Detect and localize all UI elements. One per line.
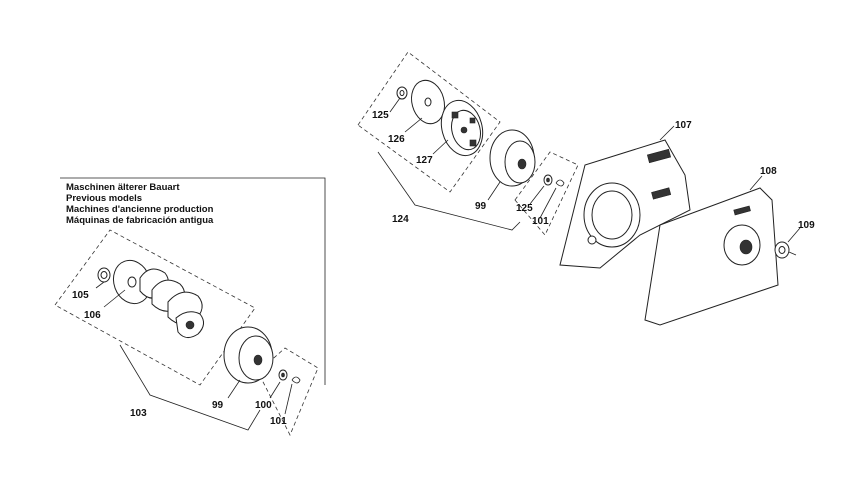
clutch-drum-99: [489, 129, 536, 187]
label-125-lower: 125: [516, 203, 533, 214]
label-101-old: 101: [270, 416, 287, 427]
previous-models-frame: [60, 177, 326, 385]
label-100: 100: [255, 400, 272, 411]
label-103: 103: [130, 408, 147, 419]
clip-101: [555, 179, 565, 187]
group-124-frame: [357, 51, 501, 193]
clutch-drum-99-old: [223, 326, 274, 384]
group-100-101-frame: [257, 347, 319, 436]
washer-105: [97, 267, 111, 283]
label-125-upper: 125: [372, 110, 389, 121]
label-106: 106: [84, 310, 101, 321]
disc-126: [411, 79, 445, 125]
nut-109: [774, 241, 797, 259]
washer-100: [278, 369, 288, 381]
clutch-shoes-old: [139, 268, 204, 338]
group-103-frame: [54, 229, 256, 386]
label-127: 127: [416, 155, 433, 166]
label-107: 107: [675, 120, 692, 131]
clutch-127: [440, 99, 484, 157]
label-126: 126: [388, 134, 405, 145]
washer-125-lower: [543, 174, 553, 186]
note-line-en: Previous models: [66, 193, 142, 204]
label-105: 105: [72, 290, 89, 301]
label-124: 124: [392, 214, 409, 225]
washer-125-upper: [396, 86, 408, 100]
sprocket-cover-107: [559, 139, 691, 269]
label-101: 101: [532, 216, 549, 227]
group-125-101-frame: [514, 151, 579, 236]
label-99-old: 99: [212, 400, 224, 411]
note-line-es: Máquinas de fabricación antigua: [66, 215, 214, 226]
label-99: 99: [475, 201, 487, 212]
label-109: 109: [798, 220, 815, 231]
previous-models-note: Maschinen älterer Bauart Previous models…: [66, 182, 214, 226]
note-line-de: Maschinen älterer Bauart: [66, 182, 180, 193]
label-108: 108: [760, 166, 777, 177]
note-line-fr: Machines d'ancienne production: [66, 204, 214, 215]
chain-cover-108: [644, 187, 779, 326]
clip-101-old: [291, 376, 301, 384]
